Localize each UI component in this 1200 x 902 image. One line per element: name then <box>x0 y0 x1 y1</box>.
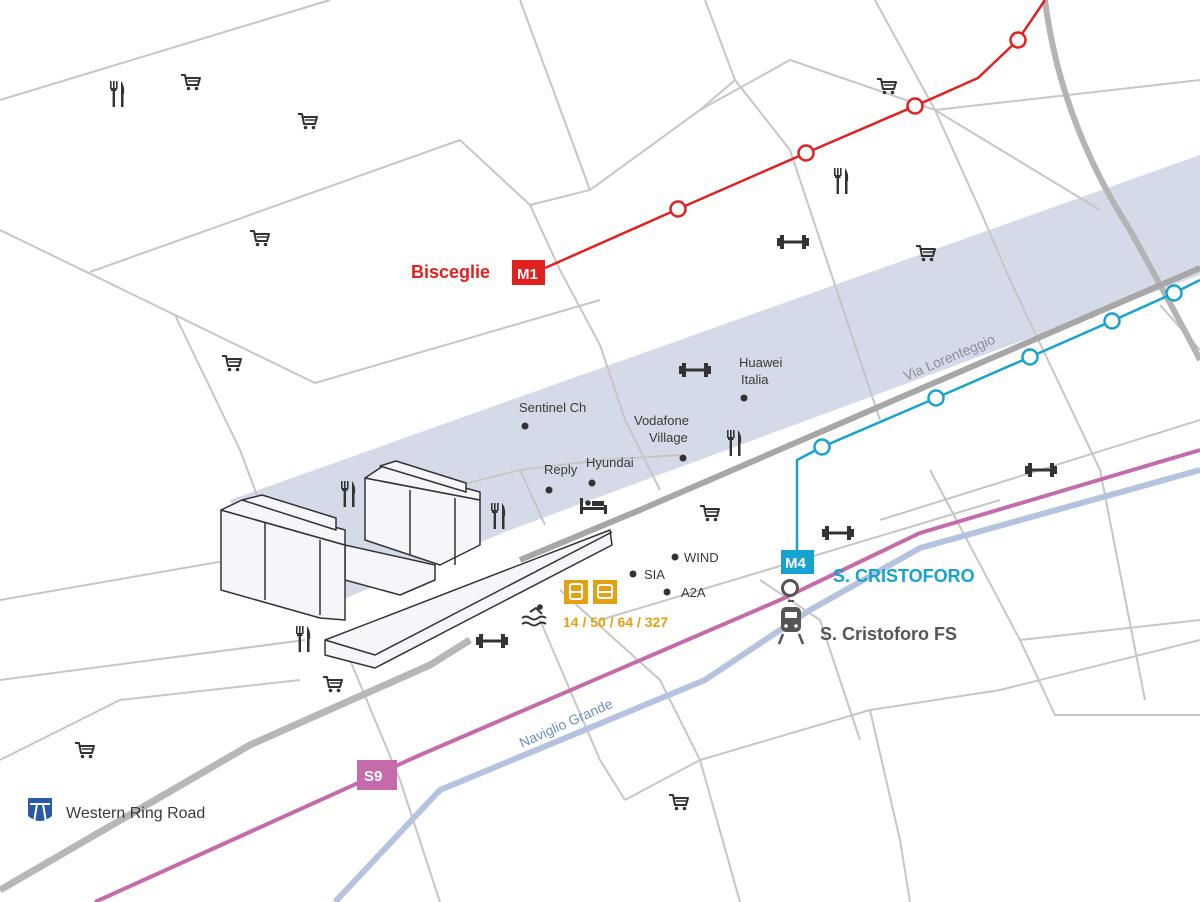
m1-line <box>544 0 1047 270</box>
swimming-icon <box>521 604 547 627</box>
m4-station-marker <box>927 389 945 407</box>
m4-station-marker <box>1103 312 1121 330</box>
shopping-cart-icon <box>221 355 242 373</box>
s9-badge-text: S9 <box>364 768 382 785</box>
company-label-sentinel: Sentinel Ch <box>519 400 586 415</box>
m4-badge-text: M4 <box>785 555 806 572</box>
dumbbell-icon <box>777 235 809 249</box>
m1-station-marker <box>906 97 924 115</box>
fork-knife-icon <box>110 81 125 107</box>
shopping-cart-icon <box>668 794 689 812</box>
company-label-wind: WIND <box>684 550 719 565</box>
bus-icon <box>593 580 617 604</box>
ring-road-label: Western Ring Road <box>66 805 205 822</box>
via-lorenteggio-road <box>518 265 1200 563</box>
office-buildings <box>220 460 613 669</box>
company-label-hyundai: Hyundai <box>586 455 634 470</box>
company-label-vodafone-2: Village <box>649 430 688 445</box>
naviglio-grande-canal <box>332 467 1200 902</box>
shopping-cart-icon <box>699 505 720 523</box>
company-dot <box>671 553 679 561</box>
company-dot <box>545 486 553 494</box>
shopping-cart-icon <box>322 676 343 694</box>
company-label-huawei-2: Italia <box>741 372 769 387</box>
company-label-huawei: Huawei <box>739 355 782 370</box>
company-dot <box>629 570 637 578</box>
m4-badge <box>781 550 814 574</box>
m4-station-label: S. CRISTOFORO <box>833 566 975 586</box>
m1-station-marker <box>797 144 815 162</box>
company-label-sia: SIA <box>644 567 665 582</box>
m1-station-marker <box>1009 31 1027 49</box>
business-corridor-area <box>230 155 1200 615</box>
bus-numbers-label: 14 / 50 / 64 / 327 <box>563 614 668 630</box>
m4-line <box>795 278 1200 555</box>
company-dot <box>740 394 748 402</box>
fs-station-label: S. Cristoforo FS <box>820 624 957 644</box>
m4-station-marker <box>1021 348 1039 366</box>
m1-badge-text: M1 <box>517 266 538 283</box>
fork-knife-icon <box>296 626 311 652</box>
company-label-reply: Reply <box>544 462 578 477</box>
western-highway-road <box>0 637 472 894</box>
s9-line <box>94 448 1200 902</box>
shopping-cart-icon <box>249 230 270 248</box>
company-dot <box>679 454 687 462</box>
m1-station-marker <box>669 200 687 218</box>
company-dot <box>663 588 671 596</box>
shopping-cart-icon <box>180 74 201 92</box>
m4-station-marker <box>813 438 831 456</box>
company-dot <box>521 422 529 430</box>
tram-icon <box>564 580 588 604</box>
interchange-ring <box>781 579 799 597</box>
bed-icon <box>580 498 607 514</box>
dumbbell-icon <box>822 526 854 540</box>
company-label-a2a: A2A <box>681 585 706 600</box>
fork-knife-icon <box>834 168 849 194</box>
highway-icon <box>28 798 52 823</box>
s9-badge <box>357 760 397 790</box>
dumbbell-icon <box>1025 463 1057 477</box>
train-icon <box>777 600 805 645</box>
shopping-cart-icon <box>74 742 95 760</box>
company-label-vodafone: Vodafone <box>634 413 689 428</box>
m4-station-marker <box>1165 284 1183 302</box>
company-dot <box>588 479 596 487</box>
shopping-cart-icon <box>297 113 318 131</box>
m1-badge <box>512 260 545 285</box>
dumbbell-icon <box>476 634 508 648</box>
m1-terminus-label: Bisceglie <box>411 262 490 282</box>
outer-ring-road <box>1042 0 1200 362</box>
